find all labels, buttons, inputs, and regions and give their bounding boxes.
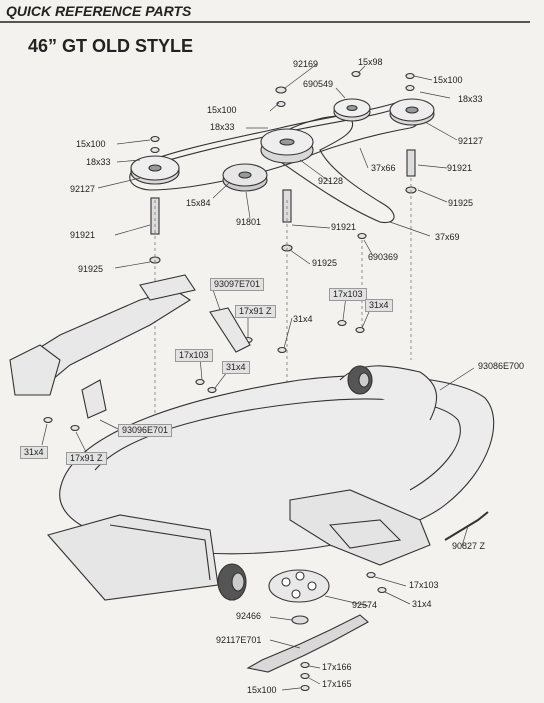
header-rule <box>0 21 530 23</box>
front-hanger-bracket <box>289 489 431 566</box>
part-label-15x100-left: 15x100 <box>76 139 106 149</box>
part-label-15x84: 15x84 <box>186 198 211 208</box>
lift-bracket <box>9 274 196 419</box>
idler-pulley-690549 <box>333 98 371 122</box>
blade-adapter-92574 <box>268 569 330 603</box>
header-title: QUICK REFERENCE PARTS <box>6 3 192 19</box>
part-label-37x69: 37x69 <box>435 232 460 242</box>
part-label-91921-left: 91921 <box>70 230 96 240</box>
part-label-31x4-mid2: 31x4 <box>222 361 250 374</box>
part-label-37x66: 37x66 <box>371 163 396 173</box>
page-title: 46” GT OLD STYLE <box>28 36 194 56</box>
part-label-18x33-top: 18x33 <box>210 122 235 132</box>
part-label-690549: 690549 <box>303 79 334 89</box>
part-label-15x100-right: 15x100 <box>433 75 463 85</box>
part-label-690369: 690369 <box>368 252 399 262</box>
pulley-center-92128 <box>260 128 314 164</box>
part-label-17x91Z-left: 17x91 Z <box>66 452 107 465</box>
part-label-92169: 92169 <box>293 59 319 69</box>
part-label-92127-left: 92127 <box>70 184 96 194</box>
spindle-left <box>149 197 161 264</box>
pulley-right-92127 <box>389 98 435 126</box>
part-label-17x103-top: 17x103 <box>329 288 367 301</box>
part-label-93086E700: 93086E700 <box>478 361 525 371</box>
part-label-92127-right: 92127 <box>458 136 484 146</box>
deck-link-93097E701 <box>209 307 251 353</box>
part-label-17x103-mid: 17x103 <box>175 349 213 362</box>
pulley-left-92127 <box>130 155 180 185</box>
part-label-91925-right: 91925 <box>448 198 474 208</box>
part-label-15x98: 15x98 <box>358 57 383 67</box>
part-label-92128: 92128 <box>318 176 344 186</box>
part-label-91801: 91801 <box>236 217 262 227</box>
deck-wheel-right <box>347 365 373 395</box>
part-label-15x100-top: 15x100 <box>207 105 237 115</box>
part-label-17x165: 17x165 <box>322 679 352 689</box>
part-label-90827Z: 90827 Z <box>452 541 486 551</box>
part-label-91925-mid: 91925 <box>312 258 338 268</box>
idler-pulley-91801 <box>222 163 268 192</box>
part-label-31x4-top: 31x4 <box>365 299 393 312</box>
part-label-18x33-left: 18x33 <box>86 157 111 167</box>
discharge-chute <box>47 514 219 601</box>
part-label-93097E701: 93097E701 <box>210 278 265 291</box>
part-label-18x33-right: 18x33 <box>458 94 483 104</box>
part-label-93096E701: 93096E701 <box>118 424 173 437</box>
part-label-92466: 92466 <box>236 611 262 621</box>
part-label-17x166: 17x166 <box>322 662 352 672</box>
part-label-17x91Z-top: 17x91 Z <box>235 305 276 318</box>
part-label-91921-right: 91921 <box>447 163 473 173</box>
part-label-92574: 92574 <box>352 600 378 610</box>
rod-90827Z <box>444 511 489 541</box>
part-label-31x4-mid: 31x4 <box>293 314 313 324</box>
part-label-91921-mid: 91921 <box>331 222 357 232</box>
blade-92117E701 <box>246 614 369 673</box>
deck-wheel-left <box>217 563 247 601</box>
part-label-91925-left: 91925 <box>78 264 104 274</box>
part-label-15x100-bottom: 15x100 <box>247 685 277 695</box>
part-label-31x4-left: 31x4 <box>20 446 48 459</box>
part-label-92117E701: 92117E701 <box>216 635 262 645</box>
header-bar: QUICK REFERENCE PARTS <box>0 0 544 23</box>
part-label-31x4-bottom: 31x4 <box>412 599 432 609</box>
washer-92466 <box>291 615 309 625</box>
part-label-17x103-bottom: 17x103 <box>409 580 439 590</box>
